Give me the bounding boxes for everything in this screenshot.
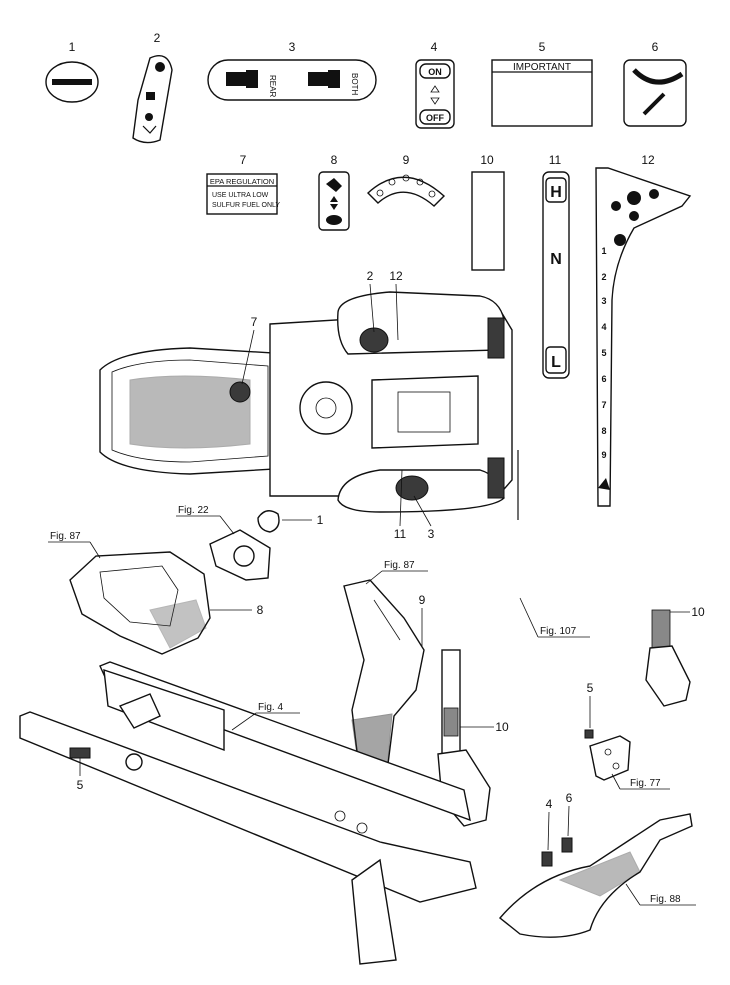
callout-4: 4 — [546, 797, 553, 811]
callout-top-7: 7 — [251, 315, 258, 329]
decal-6-gauge — [623, 59, 687, 127]
decal-number-2: 2 — [154, 31, 161, 45]
figure-ref-77: Fig. 77 — [630, 778, 661, 789]
decal-number-3: 3 — [289, 40, 296, 54]
figure-ref-22: Fig. 22 — [178, 505, 209, 516]
decal-12-gear-9: 9 — [601, 450, 606, 460]
decal-number-9: 9 — [403, 153, 410, 167]
decal-5-title: IMPORTANT — [513, 62, 571, 73]
decal-7-epa: EPA REGULATION USE ULTRA LOW SULFUR FUEL… — [206, 173, 280, 215]
decal-12-gear-1: 1 — [601, 246, 606, 256]
decal-3-rear: REAR — [268, 75, 277, 97]
decal-12-gear-2: 2 — [601, 272, 606, 282]
figure-ref-87-middle: Fig. 87 — [384, 560, 415, 571]
decal-12-gear-3: 3 — [601, 296, 606, 306]
decal-8-speed — [318, 171, 350, 231]
callout-5-frame: 5 — [77, 778, 84, 792]
decal-4-on: ON — [428, 67, 442, 77]
decal-number-10: 10 — [480, 153, 494, 167]
callout-10-upper: 10 — [691, 605, 705, 619]
decal-4-on-off: ON OFF — [415, 59, 455, 129]
decal-number-12: 12 — [641, 153, 655, 167]
decal-10-blank — [471, 171, 505, 271]
decal-12-gear-8: 8 — [601, 426, 606, 436]
callout-8: 8 — [257, 603, 264, 617]
callout-9: 9 — [419, 593, 426, 607]
decal-11-range: H N L — [542, 171, 570, 379]
decal-12-gear-4: 4 — [601, 322, 606, 332]
dash-panel-part — [209, 510, 280, 581]
decal-number-11: 11 — [549, 153, 562, 167]
tractor-top-view — [99, 291, 519, 520]
callout-bottom-3: 3 — [428, 527, 435, 541]
decal-3-pto: REAR BOTH — [207, 59, 377, 101]
decal-11-h: H — [550, 184, 562, 201]
decal-4-off: OFF — [426, 113, 444, 123]
decal-12-gear-6: 6 — [601, 374, 606, 384]
footrest-part — [498, 813, 693, 938]
decal-1-logo — [45, 61, 99, 103]
decal-11-l: L — [551, 354, 561, 371]
decal-7-title: EPA REGULATION — [210, 177, 274, 186]
figure-ref-88: Fig. 88 — [650, 894, 681, 905]
rops-frame-part — [437, 550, 691, 827]
callout-6: 6 — [566, 791, 573, 805]
decal-number-8: 8 — [331, 153, 338, 167]
decal-3-both: BOTH — [350, 73, 359, 95]
decal-12-gears: 1 2 3 4 5 6 7 8 9 — [595, 167, 692, 507]
figure-ref-87-left: Fig. 87 — [50, 531, 81, 542]
figure-ref-107: Fig. 107 — [540, 626, 577, 637]
decal-7-line2: SULFUR FUEL ONLY — [212, 202, 280, 209]
decal-2-lever — [132, 55, 173, 144]
decal-9-arc — [366, 174, 446, 207]
front-cowl-part — [69, 551, 211, 655]
decal-5-important: IMPORTANT — [491, 59, 593, 127]
decal-12-gear-5: 5 — [601, 348, 606, 358]
decal-number-4: 4 — [431, 40, 438, 54]
decal-number-7: 7 — [240, 153, 247, 167]
callout-top-2: 2 — [367, 269, 374, 283]
callout-1: 1 — [317, 513, 324, 527]
callout-bottom-11: 11 — [394, 527, 407, 541]
callout-5-bracket: 5 — [587, 681, 594, 695]
main-frame-part — [19, 661, 477, 965]
decal-number-6: 6 — [652, 40, 659, 54]
decal-number-1: 1 — [69, 40, 76, 54]
bracket-part — [584, 729, 631, 781]
decal-number-5: 5 — [539, 40, 546, 54]
side-panel-part — [343, 579, 425, 781]
decal-11-n: N — [550, 251, 562, 268]
decal-12-gear-7: 7 — [601, 400, 606, 410]
callout-10-lower: 10 — [495, 720, 509, 734]
figure-ref-4: Fig. 4 — [258, 702, 283, 713]
callout-top-12: 12 — [389, 269, 403, 283]
decal-7-line1: USE ULTRA LOW — [212, 192, 269, 199]
